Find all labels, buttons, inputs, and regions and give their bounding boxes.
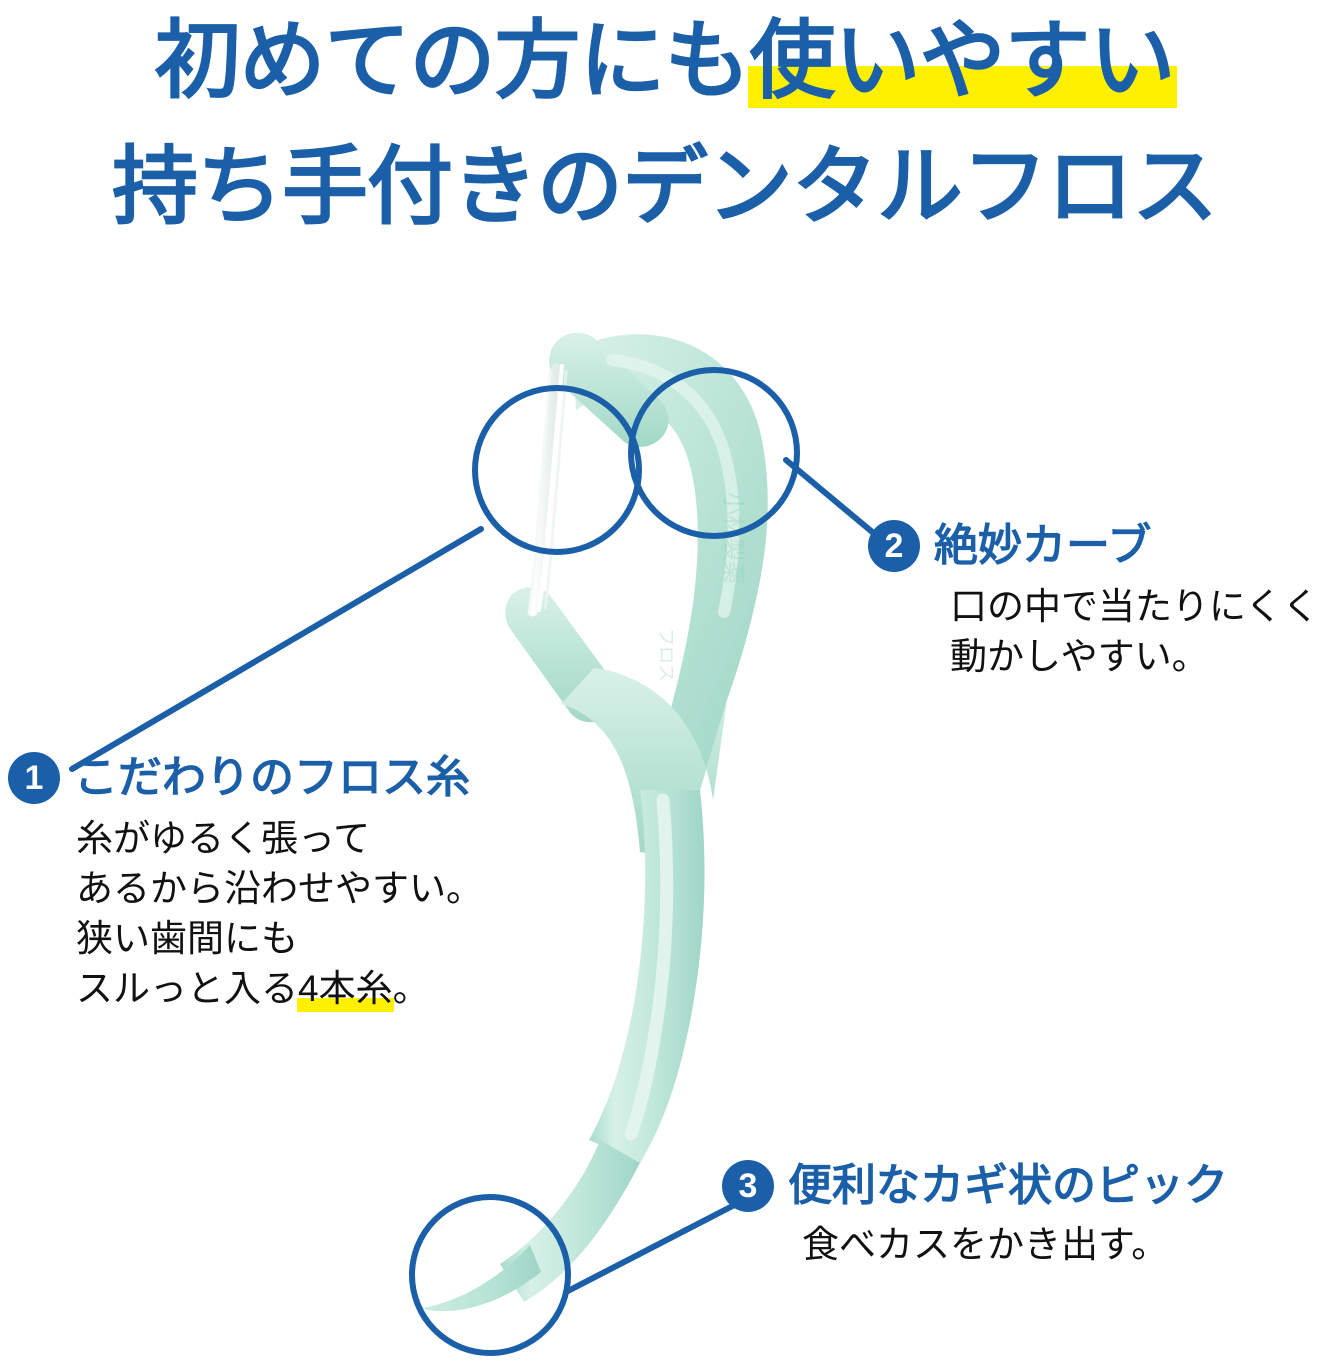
callout-1-title: こだわりのフロス糸 [74, 752, 470, 802]
callout-1-badge: 1 [8, 752, 60, 804]
hook-detail-circle [409, 1194, 571, 1356]
callout-2-body-line-2: 動かしやすい。 [950, 636, 1209, 677]
embossed-product-lettering: 小林製薬 フロス [656, 492, 747, 682]
curve-highlight [606, 354, 740, 618]
callout-1-body: 糸がゆるく張って あるから沿わせやすい。 狭い歯間にも スルっと入る4本糸。 [76, 814, 483, 1014]
callout-3-body: 食べカスをかき出す。 [802, 1220, 1228, 1270]
callout-2-title: 絶妙カーブ [934, 520, 1152, 570]
headline-line-2: 持ち手付きのデンタルフロス [112, 139, 1218, 235]
hook-pick-tip [420, 1245, 541, 1312]
callout-1-body-line-4: スルっと入る4本糸。 [76, 964, 483, 1014]
callout-1-body-line-2: あるから沿わせやすい。 [76, 868, 483, 909]
floss-detail-circle [472, 385, 642, 555]
floss-threads [527, 363, 568, 617]
callout-1-body-line-4-highlighted: 4本糸 [297, 964, 394, 1014]
callout-curve: 2 絶妙カーブ 口の中で当たりにくく 動かしやすい。 [868, 520, 1319, 682]
floss-pick-body [420, 332, 768, 1312]
handle-shaft [589, 790, 705, 1163]
callout-3-badge: 3 [722, 1160, 774, 1212]
callout-1-body-line-1: 糸がゆるく張って [76, 818, 371, 859]
detail-circles [409, 367, 800, 1356]
headline: 初めての方にも使いやすい 持ち手付きのデンタルフロス [0, 0, 1329, 246]
curve-detail-circle [628, 367, 800, 539]
callout-2-body-line-1: 口の中で当たりにくく [950, 586, 1320, 627]
headline-line-1-highlighted: 使いやすい [747, 2, 1177, 120]
callout-2-head: 2 絶妙カーブ [868, 520, 1319, 572]
leader-line-1 [69, 526, 484, 772]
leader-line-3 [563, 1196, 749, 1295]
svg-text:フロス: フロス [656, 628, 676, 682]
callout-hook-pick: 3 便利なカギ状のピック 食べカスをかき出す。 [722, 1160, 1228, 1270]
callout-1-body-line-4-plain: スルっと入る [76, 968, 298, 1009]
shaft-highlight [624, 793, 674, 1141]
callout-3-body-line-1: 食べカスをかき出す。 [802, 1224, 1169, 1265]
callout-1-head: 1 こだわりのフロス糸 [8, 752, 483, 804]
callout-2-badge: 2 [868, 520, 920, 572]
callout-1-body-line-3: 狭い歯間にも [76, 918, 298, 959]
callout-1-body-line-4-tail: 。 [392, 968, 430, 1009]
callout-3-title: 便利なカギ状のピック [788, 1160, 1228, 1210]
headline-line-1: 初めての方にも使いやすい [0, 2, 1329, 120]
headline-line-1-plain: 初めての方にも [154, 13, 751, 109]
callout-2-body: 口の中で当たりにくく 動かしやすい。 [950, 582, 1319, 682]
callout-floss-thread: 1 こだわりのフロス糸 糸がゆるく張って あるから沿わせやすい。 狭い歯間にも … [8, 752, 483, 1014]
callout-3-head: 3 便利なカギ状のピック [722, 1160, 1228, 1212]
